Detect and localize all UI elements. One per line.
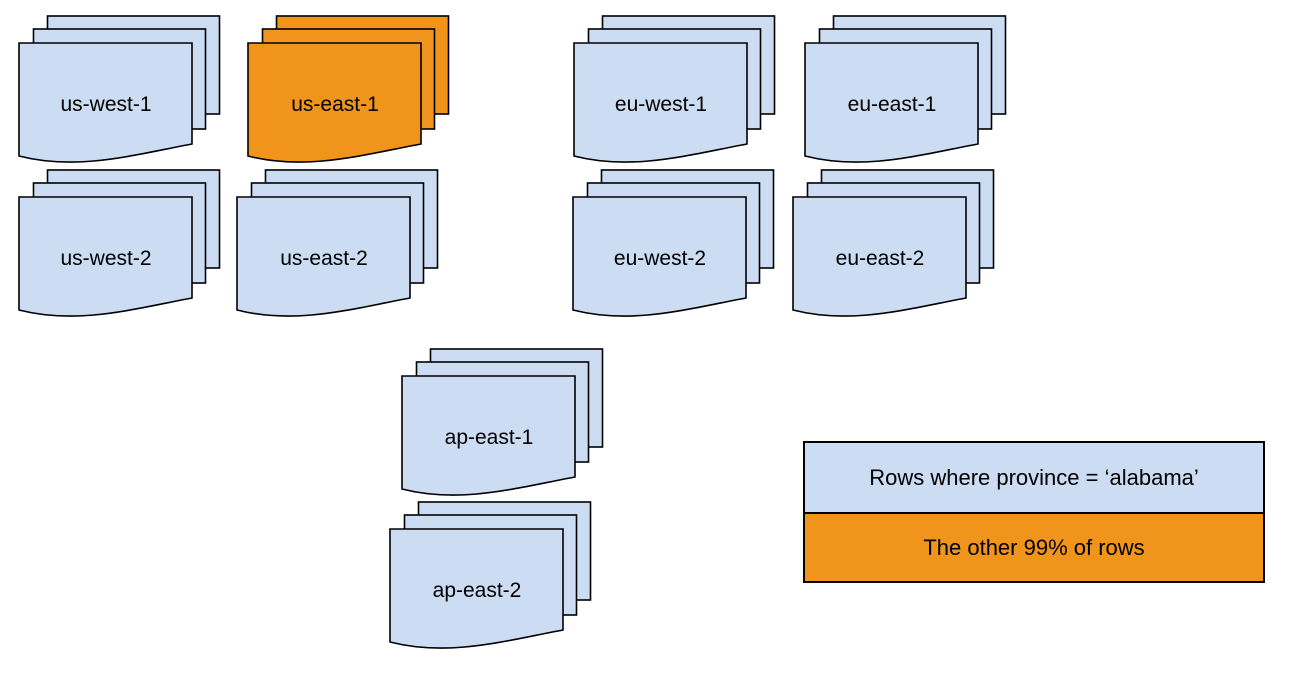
region-stack-eu-east-2: eu-east-2 [792, 169, 1024, 341]
region-label: us-east-1 [291, 93, 379, 116]
region-stack-us-west-1: us-west-1 [18, 15, 250, 187]
region-label: eu-west-2 [613, 247, 707, 270]
region-label: ap-east-1 [444, 426, 534, 449]
stack-front-document [401, 375, 576, 496]
region-stack-ap-east-2: ap-east-2 [389, 501, 621, 673]
region-label: us-west-2 [60, 247, 152, 270]
region-label: eu-west-1 [614, 93, 708, 116]
region-label: eu-east-1 [847, 93, 937, 116]
legend-item-label: The other 99% of rows [923, 534, 1145, 560]
document-stack-icon [18, 169, 221, 317]
stack-front-document [247, 42, 422, 163]
stack-front-document [18, 196, 193, 317]
stack-front-document [389, 528, 564, 649]
region-stack-us-east-2: us-east-2 [236, 169, 468, 341]
region-label: us-west-1 [60, 93, 152, 116]
stack-front-document [236, 196, 411, 317]
region-stack-eu-east-1: eu-east-1 [804, 15, 1036, 187]
region-label: eu-east-2 [835, 247, 925, 270]
region-label: ap-east-2 [432, 579, 522, 602]
document-stack-icon [573, 15, 776, 163]
stack-front-document [18, 42, 193, 163]
region-stack-eu-west-2: eu-west-2 [572, 169, 804, 341]
legend-item-alabama-rows: Rows where province = ‘alabama’ [805, 443, 1263, 512]
region-stack-us-east-1: us-east-1 [247, 15, 479, 187]
stack-front-document [573, 42, 748, 163]
document-stack-icon [389, 501, 592, 649]
document-stack-icon [247, 15, 450, 163]
document-stack-icon [401, 348, 604, 496]
document-stack-icon [792, 169, 995, 317]
stack-front-document [792, 196, 967, 317]
document-stack-icon [804, 15, 1007, 163]
region-stack-eu-west-1: eu-west-1 [573, 15, 805, 187]
document-stack-icon [572, 169, 775, 317]
region-stack-us-west-2: us-west-2 [18, 169, 250, 341]
document-stack-icon [18, 15, 221, 163]
document-stack-icon [236, 169, 439, 317]
region-stack-ap-east-1: ap-east-1 [401, 348, 633, 520]
region-label: us-east-2 [280, 247, 368, 270]
stack-front-document [804, 42, 979, 163]
legend-item-label: Rows where province = ‘alabama’ [869, 464, 1199, 490]
legend: Rows where province = ‘alabama’ The othe… [803, 441, 1265, 583]
stack-front-document [572, 196, 747, 317]
legend-item-other-rows: The other 99% of rows [805, 512, 1263, 581]
